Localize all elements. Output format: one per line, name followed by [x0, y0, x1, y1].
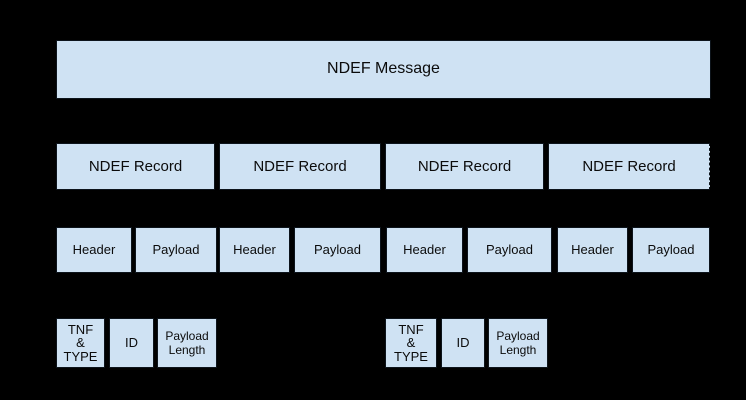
payload-line: Payload — [165, 328, 209, 343]
tnf-type-box-1: TNF & TYPE — [56, 318, 105, 368]
payload-box-1: Payload — [135, 227, 217, 273]
payload-box-3: Payload — [467, 227, 552, 273]
tnf-type-label: TNF & TYPE — [394, 321, 428, 364]
payload-length-box-2: Payload Length — [488, 318, 548, 368]
ndef-record-box-2: NDEF Record — [219, 143, 381, 190]
payload-box-2: Payload — [294, 227, 381, 273]
type-line: TYPE — [394, 348, 428, 364]
tnf-line: TNF — [398, 321, 424, 337]
length-line: Length — [499, 343, 537, 357]
payload-length-box-1: Payload Length — [157, 318, 217, 368]
ndef-record-box-4: NDEF Record — [548, 143, 710, 190]
id-box-2: ID — [441, 318, 485, 368]
header-box-1: Header — [56, 227, 132, 273]
payload-line: Payload — [496, 328, 540, 343]
header-box-4: Header — [557, 227, 628, 273]
ndef-record-box-1: NDEF Record — [56, 143, 215, 190]
length-line: Length — [168, 343, 206, 357]
ndef-record-box-3: NDEF Record — [385, 143, 544, 190]
amp-line: & — [76, 335, 85, 351]
type-line: TYPE — [63, 348, 98, 364]
payload-length-label: Payload Length — [165, 329, 208, 358]
amp-line: & — [406, 335, 416, 351]
tnf-type-box-2: TNF & TYPE — [385, 318, 437, 368]
tnf-type-label: TNF & TYPE — [63, 321, 98, 364]
payload-length-label: Payload Length — [496, 329, 539, 358]
header-box-3: Header — [386, 227, 463, 273]
id-box-1: ID — [109, 318, 154, 368]
tnf-line: TNF — [67, 321, 94, 337]
header-box-2: Header — [219, 227, 290, 273]
ndef-message-box: NDEF Message — [56, 40, 711, 99]
payload-box-4: Payload — [632, 227, 710, 273]
